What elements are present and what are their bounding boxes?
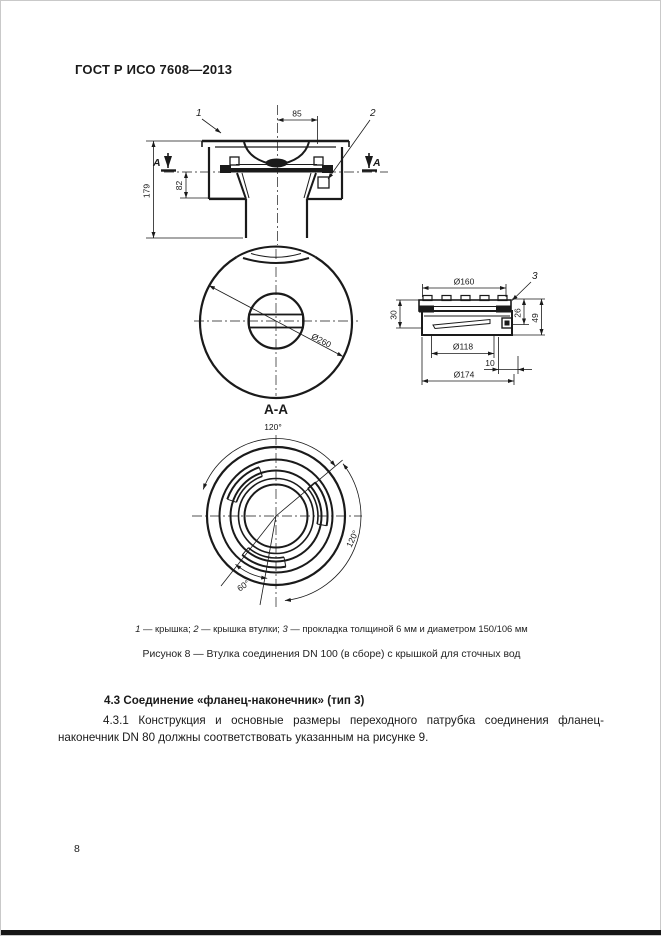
section-heading: 4.3 Соединение «фланец-наконечник» (тип … [104, 694, 365, 707]
legend-num-2: 2 [193, 623, 199, 634]
centerlines [192, 435, 362, 610]
dimension-label-d260: Ø260 [310, 331, 333, 350]
callout-3: 3 [532, 271, 538, 282]
callouts: 1 2 [196, 108, 376, 180]
section-aa-view-drawing: A-A 120° 120° 60° [192, 402, 362, 610]
dimension-label-179: 179 [142, 184, 152, 198]
figure-legend: 1 — крышка; 2 — крышка втулки; 3 — прокл… [1, 623, 661, 634]
flange-body [418, 294, 513, 336]
section-paragraph: 4.3.1 Конструкция и основные размеры пер… [58, 714, 604, 744]
dimension-label-d160: Ø160 [454, 277, 475, 287]
plan-view-drawing: Ø260 [194, 245, 358, 400]
top-side-view-drawing: 85 179 82 1 2 A A [142, 105, 388, 245]
page-bottom-rule [1, 930, 661, 935]
callout-2: 2 [369, 108, 376, 119]
callout-1: 1 [196, 108, 202, 119]
dimension-label-d174: Ø174 [454, 370, 475, 380]
dimension-label-10: 10 [485, 358, 495, 368]
dimensions: Ø160 3 30 26 49 Ø118 10 Ø174 [389, 271, 545, 385]
gasket-left [419, 305, 434, 313]
legend-num-1: 1 [135, 623, 141, 634]
standard-designation: ГОСТ Р ИСО 7608—2013 [75, 62, 233, 77]
section-view-title: A-A [264, 402, 288, 417]
dimension-label-49: 49 [530, 313, 540, 323]
angle-label-top: 120° [264, 422, 282, 432]
figure-caption: Рисунок 8 — Втулка соединения DN 100 (в … [142, 649, 521, 660]
dimension-label-82: 82 [174, 181, 184, 191]
gasket-right [496, 305, 511, 313]
legend-num-3: 3 [282, 623, 288, 634]
legend-text-1: — крышка; [140, 623, 194, 634]
bayonet-lugs [226, 466, 329, 569]
centerlines [164, 105, 388, 245]
side-section-view-drawing: Ø160 3 30 26 49 Ø118 10 Ø174 [389, 271, 545, 385]
legend-text-2: — крышка втулки; [198, 623, 283, 634]
dimension-label-d118: Ø118 [453, 342, 473, 352]
section-letter-right: A [372, 157, 381, 169]
section-letter-left: A [152, 157, 161, 169]
page-number: 8 [74, 843, 80, 855]
dimension-label-30: 30 [389, 310, 399, 320]
section-cut-markers: A A [152, 153, 381, 172]
legend-text-3: — прокладка толщиной 6 мм и диаметром 15… [287, 623, 528, 634]
sleeve-cover-assembly [220, 156, 333, 238]
dimension-label-85: 85 [292, 109, 302, 119]
dimension-label-26: 26 [513, 308, 523, 318]
dimensions: 85 179 82 [142, 109, 318, 239]
angle-dimensions: 120° 60° [202, 438, 362, 602]
